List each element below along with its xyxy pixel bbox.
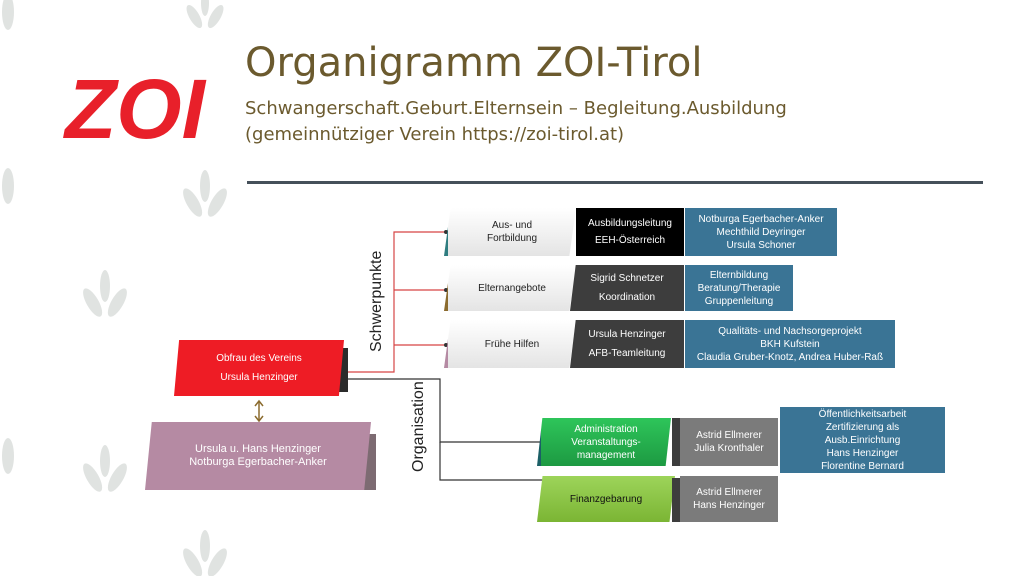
lead-label: Ausbildungsleitung [588, 218, 672, 229]
lead-label: AFB-Teamleitung [588, 348, 666, 359]
extra-label: Hans Henzinger [826, 447, 899, 459]
area-label: Frühe Hilfen [484, 338, 540, 350]
area-label: Administration [574, 423, 638, 435]
extra-label: Zertifizierung als [825, 421, 900, 433]
obfrau-box: Obfrau des Vereins Ursula Henzinger [174, 340, 344, 396]
person-name: Astrid Ellmerer [696, 487, 762, 498]
person-name: Beratung/Therapie [697, 282, 781, 294]
person-name: Gruppenleitung [704, 295, 774, 307]
area-label: Veranstaltungs- [571, 436, 641, 448]
person-name: Astrid Ellmerer [696, 430, 762, 441]
area-label: Elternangebote [478, 282, 546, 294]
lead-label: EEH-Österreich [594, 235, 665, 246]
area-elternangebote: Elternangebote [444, 265, 576, 311]
title-divider [247, 181, 983, 184]
area-label: management [576, 449, 636, 461]
extra-label: Florentine Bernard [821, 460, 904, 472]
area-administration: Administration Veranstaltungs- managemen… [537, 418, 671, 466]
leaf-icon [2, 168, 14, 204]
leaf-icon [186, 0, 224, 29]
leaf-icon [83, 270, 127, 317]
leaf-icon [183, 170, 227, 217]
lead-label: Koordination [598, 292, 656, 303]
logo-text: ZOI [63, 62, 207, 155]
extra-label: Öffentlichkeitsarbeit [818, 408, 907, 420]
area-label: Fortbildung [486, 233, 538, 244]
person-name: Notburga Egerbacher-Anker [698, 213, 824, 225]
person-name: Elternbildung [709, 269, 769, 281]
person-name: Qualitäts- und Nachsorgeprojekt [718, 325, 862, 337]
lead-ausbildungsleitung: Ausbildungsleitung EEH-Österreich [576, 208, 684, 256]
leaf-icon [2, 0, 14, 30]
person-name: Julia Kronthaler [694, 443, 764, 454]
person-name: Mechthild Deyringer [716, 226, 806, 238]
board-line-1: Ursula u. Hans Henzinger [195, 443, 321, 455]
area-aus-fortbildung: Aus- und Fortbildung [444, 208, 576, 256]
person-name: Hans Henzinger [693, 500, 765, 511]
person-name: BKH Kufstein [760, 338, 820, 350]
subtitle-line-1: Schwangerschaft.Geburt.Elternsein – Begl… [245, 98, 787, 119]
board-box: Ursula u. Hans Henzinger Notburga Egerba… [145, 422, 371, 490]
people-fruehe-hilfen: Qualitäts- und Nachsorgeprojekt BKH Kufs… [685, 320, 895, 368]
lead-label: Sigrid Schnetzer [590, 273, 664, 284]
zoi-logo: ZOI [63, 62, 207, 155]
people-oeffentlichkeitsarbeit: Öffentlichkeitsarbeit Zertifizierung als… [780, 407, 945, 473]
person-name: Ursula Schoner [726, 239, 796, 251]
lead-afb-teamleitung: Ursula Henzinger AFB-Teamleitung [570, 320, 684, 368]
area-label: Finanzgebarung [569, 493, 643, 505]
lead-label: Ursula Henzinger [588, 329, 666, 340]
area-label: Aus- und [491, 220, 533, 231]
leaf-icon [2, 438, 14, 474]
board-line-2: Notburga Egerbacher-Anker [189, 456, 327, 468]
area-fruehe-hilfen: Frühe Hilfen [444, 320, 576, 368]
lead-koordination: Sigrid Schnetzer Koordination [570, 265, 684, 311]
section-label-organisation: Organisation [410, 381, 427, 472]
people-aus-fortbildung: Notburga Egerbacher-Anker Mechthild Deyr… [685, 208, 837, 256]
leaf-icon [83, 445, 127, 492]
people-administration: Astrid Ellmerer Julia Kronthaler [680, 418, 778, 466]
person-name: Claudia Gruber-Knotz, Andrea Huber-Raß [696, 351, 884, 363]
page-title: Organigramm ZOI-Tirol [245, 40, 703, 86]
leaf-icon [183, 530, 227, 576]
people-elternangebote: Elternbildung Beratung/Therapie Gruppenl… [685, 265, 793, 311]
obfrau-name: Ursula Henzinger [220, 372, 298, 383]
area-finanzgebarung: Finanzgebarung [537, 476, 675, 522]
extra-label: Ausb.Einrichtung [824, 434, 901, 446]
people-finanzgebarung: Astrid Ellmerer Hans Henzinger [680, 476, 778, 522]
section-label-schwerpunkte: Schwerpunkte [368, 250, 385, 352]
subtitle-line-2: (gemeinnütziger Verein https://zoi-tirol… [245, 124, 625, 145]
page-subtitle: Schwangerschaft.Geburt.Elternsein – Begl… [245, 96, 787, 148]
obfrau-role: Obfrau des Vereins [216, 353, 302, 364]
